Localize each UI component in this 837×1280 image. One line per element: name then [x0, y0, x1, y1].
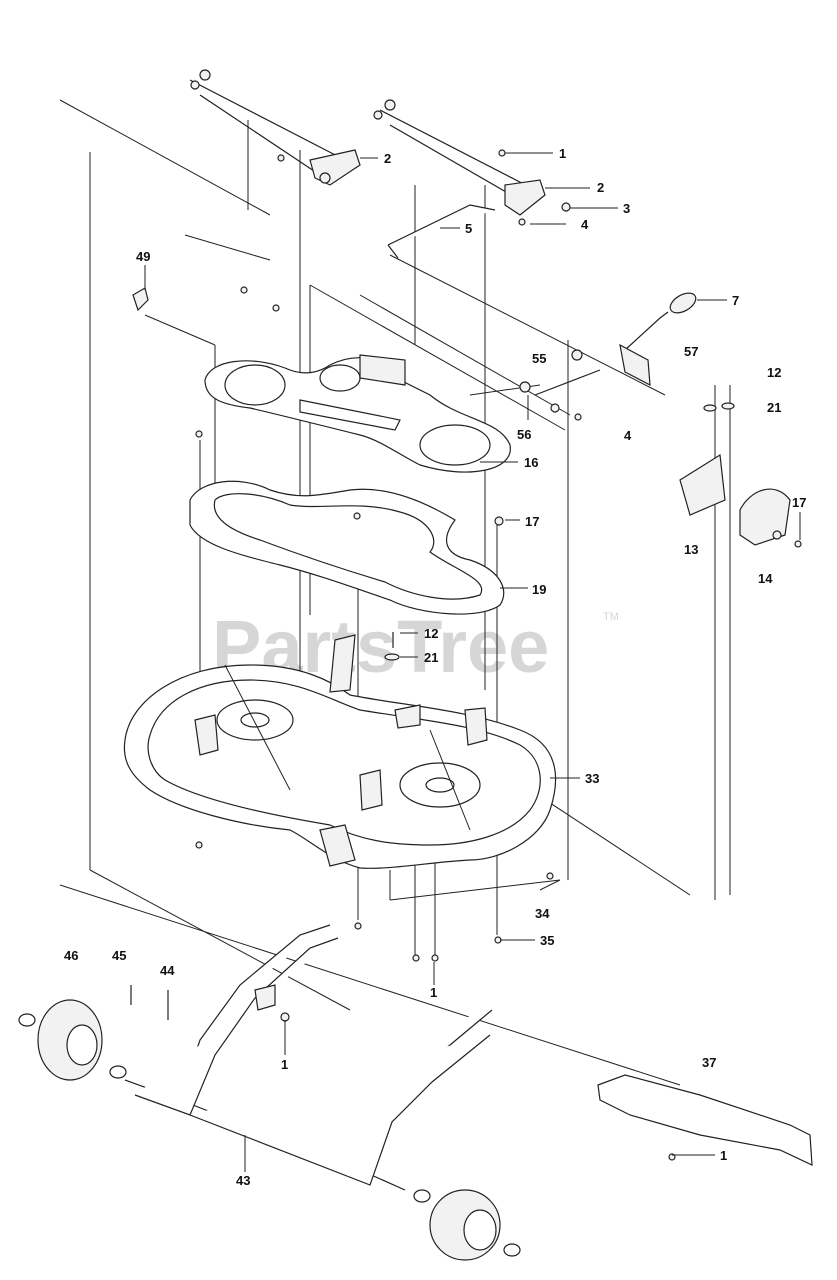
callout-2: 2 — [597, 180, 604, 195]
deck-rib — [224, 664, 291, 791]
lift-rod-assembly-left — [189, 69, 361, 186]
clip-part — [132, 287, 149, 312]
axle-bracket — [254, 984, 276, 1011]
bolt-part — [794, 540, 802, 548]
callout-1: 1 — [430, 985, 437, 1000]
nut-part — [354, 922, 362, 930]
deck-bracket — [329, 634, 356, 693]
callout-21: 21 — [767, 400, 781, 415]
front-axle-edge — [134, 937, 491, 1186]
mower-deck-top — [147, 679, 541, 846]
callout-12: 12 — [767, 365, 781, 380]
callout-leaders — [144, 152, 801, 1172]
callout-45: 45 — [112, 948, 126, 963]
height-adjust-handle — [619, 292, 697, 387]
callout-13: 13 — [684, 542, 698, 557]
callout-19: 19 — [532, 582, 546, 597]
bolt-part — [353, 512, 361, 520]
deck-bracket — [319, 824, 356, 867]
callout-17: 17 — [792, 495, 806, 510]
deck-bracket — [464, 707, 488, 746]
cover-opening-right — [419, 424, 491, 466]
callout-17: 17 — [525, 514, 539, 529]
washer-part — [721, 402, 735, 410]
deck-spindle-right-hub — [425, 777, 455, 793]
deck-bracket — [394, 704, 421, 729]
bolt-part — [494, 516, 504, 526]
callout-43: 43 — [236, 1173, 250, 1188]
callout-4: 4 — [624, 428, 632, 443]
bracket-part — [739, 488, 791, 546]
nut-part — [280, 1012, 290, 1022]
callout-34: 34 — [535, 906, 550, 921]
callout-4: 4 — [581, 217, 589, 232]
cover-label-plate — [359, 354, 406, 386]
callout-7: 7 — [732, 293, 739, 308]
callout-49: 49 — [136, 249, 150, 264]
cover-opening-left — [224, 364, 286, 406]
washer-part — [703, 404, 717, 412]
callout-21: 21 — [424, 650, 438, 665]
callout-37: 37 — [702, 1055, 716, 1070]
nut-part — [240, 286, 248, 294]
callout-2: 2 — [384, 151, 391, 166]
callout-55: 55 — [532, 351, 546, 366]
cover-slot — [299, 399, 401, 431]
callout-33: 33 — [585, 771, 599, 786]
watermark-tm: TM — [603, 611, 619, 623]
lift-rod-assembly-right — [373, 99, 571, 259]
bolt-part — [772, 530, 782, 540]
callout-57: 57 — [684, 344, 698, 359]
bolt-part — [195, 430, 203, 438]
callout-5: 5 — [465, 221, 472, 236]
callout-14: 14 — [758, 571, 773, 586]
callout-56: 56 — [517, 427, 531, 442]
nut-part — [431, 954, 439, 962]
front-wheel-right — [413, 1189, 521, 1261]
callout-46: 46 — [64, 948, 78, 963]
callout-44: 44 — [160, 963, 175, 978]
nut-part — [272, 304, 280, 312]
callout-1: 1 — [720, 1148, 727, 1163]
blade-part — [597, 1074, 813, 1166]
deck-bracket — [359, 769, 383, 811]
nut-part — [195, 841, 203, 849]
callout-12: 12 — [424, 626, 438, 641]
callout-16: 16 — [524, 455, 538, 470]
deck-rib — [429, 729, 471, 831]
cover-opening-mid — [319, 364, 361, 392]
deck-spindle-left-hub — [240, 712, 270, 728]
callout-35: 35 — [540, 933, 554, 948]
callout-1: 1 — [281, 1057, 288, 1072]
front-wheel-left — [18, 999, 127, 1081]
nut-part — [412, 954, 420, 962]
pivot-axle — [519, 349, 601, 421]
bracket-part — [679, 453, 726, 516]
callout-3: 3 — [623, 201, 630, 216]
callout-1: 1 — [559, 146, 566, 161]
washer-part — [384, 653, 400, 661]
belt-guard-inner — [213, 493, 483, 600]
deck-bracket — [194, 714, 219, 756]
nut-part — [546, 872, 554, 880]
